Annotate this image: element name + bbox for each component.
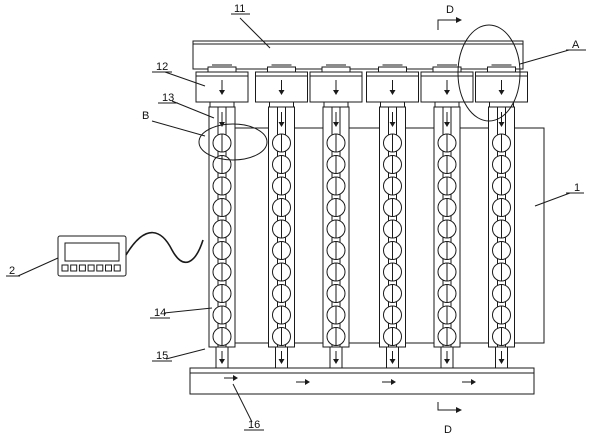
label-14: 14 bbox=[154, 307, 166, 319]
controller-button bbox=[61, 264, 69, 272]
detail-B-circle bbox=[198, 123, 268, 161]
flow-arrow-outlet bbox=[333, 359, 339, 364]
label-D-top: D bbox=[446, 4, 454, 16]
flow-arrow-pump bbox=[444, 90, 450, 95]
leader-1 bbox=[534, 192, 571, 207]
controller-button bbox=[78, 264, 86, 272]
label-2: 2 bbox=[9, 265, 15, 277]
label-12: 12 bbox=[156, 61, 168, 73]
leader-11 bbox=[239, 17, 271, 49]
leader-15 bbox=[165, 348, 206, 360]
outlet-connector bbox=[489, 101, 514, 108]
controller-button bbox=[113, 264, 121, 272]
leader-13 bbox=[171, 100, 215, 119]
outlet-connector bbox=[380, 101, 405, 108]
label-A: A bbox=[572, 39, 580, 51]
flow-arrow-column bbox=[333, 122, 339, 127]
label-D-bottom: D bbox=[444, 424, 452, 436]
label-B: B bbox=[142, 110, 149, 122]
leader-A bbox=[519, 49, 570, 65]
section-mark-top bbox=[437, 19, 456, 30]
flow-arrow-outlet bbox=[389, 359, 396, 364]
pump-flange bbox=[321, 66, 351, 73]
flow-arrow-pump bbox=[389, 90, 396, 95]
label-1: 1 bbox=[574, 182, 580, 194]
flow-arrow-outlet bbox=[278, 359, 285, 364]
controller-cable bbox=[125, 231, 204, 264]
pump-flange bbox=[207, 66, 237, 73]
flow-arrow-column bbox=[389, 122, 396, 127]
controller-screen bbox=[64, 242, 120, 262]
section-arrow-top bbox=[456, 17, 462, 23]
collector-flow-arrow bbox=[471, 379, 476, 385]
flow-arrow-pump bbox=[219, 90, 225, 95]
controller-box bbox=[57, 235, 127, 277]
controller-button bbox=[96, 264, 104, 272]
leader-16 bbox=[232, 383, 253, 423]
flow-arrow-outlet bbox=[444, 359, 450, 364]
flow-arrow-pump bbox=[333, 90, 339, 95]
flow-arrow-column bbox=[278, 122, 285, 127]
section-mark-bottom bbox=[437, 402, 456, 411]
collector-flow-arrow bbox=[305, 379, 310, 385]
pump-flange bbox=[432, 66, 462, 73]
leader-14 bbox=[163, 307, 213, 314]
outlet-connector bbox=[323, 101, 349, 108]
pump-flange bbox=[378, 66, 407, 73]
collector-flow-arrow bbox=[233, 375, 238, 381]
flow-arrow-outlet bbox=[219, 359, 225, 364]
leader-12 bbox=[164, 71, 206, 87]
flow-arrow-outlet bbox=[498, 359, 505, 364]
controller-button bbox=[70, 264, 78, 272]
pump-flange bbox=[267, 66, 296, 73]
leader-B bbox=[151, 120, 206, 137]
outlet-connector bbox=[434, 101, 460, 108]
controller-button bbox=[87, 264, 95, 272]
controller-button bbox=[105, 264, 112, 272]
leader-2 bbox=[17, 257, 59, 277]
flow-arrow-pump bbox=[278, 90, 285, 95]
controller-buttons bbox=[61, 264, 121, 272]
top-header-box bbox=[192, 40, 524, 70]
label-16: 16 bbox=[248, 419, 260, 431]
outlet-connector bbox=[209, 101, 235, 108]
label-15: 15 bbox=[156, 350, 168, 362]
outlet-connector bbox=[269, 101, 294, 108]
section-arrow-bottom bbox=[456, 407, 462, 413]
label-13: 13 bbox=[162, 92, 174, 104]
flow-arrow-pump bbox=[498, 90, 505, 95]
label-11: 11 bbox=[234, 3, 245, 15]
pump-flange bbox=[487, 66, 516, 73]
bottom-collector bbox=[189, 367, 535, 395]
modules-layer bbox=[195, 64, 528, 385]
flow-arrow-column bbox=[444, 122, 450, 127]
flow-arrow-column bbox=[498, 122, 505, 127]
collector-flow-arrow bbox=[391, 379, 396, 385]
detail-A-circle bbox=[457, 24, 521, 122]
